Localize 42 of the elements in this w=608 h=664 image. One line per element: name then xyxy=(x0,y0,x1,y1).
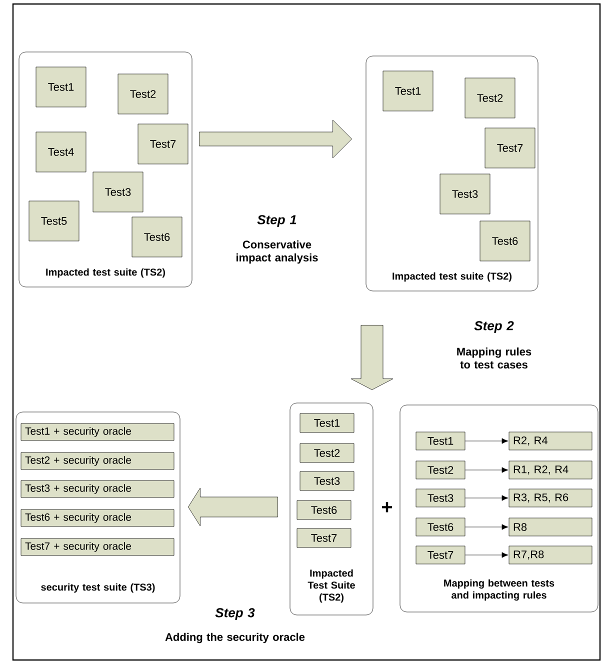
block-arrow xyxy=(199,120,352,158)
plus-sign: + xyxy=(382,502,392,512)
test-box: Test2 xyxy=(464,78,516,118)
arrow xyxy=(465,467,508,473)
test-box: Test1 xyxy=(416,432,466,450)
arrow xyxy=(465,552,508,558)
test-box: Test7 xyxy=(138,124,188,164)
test-box: Test3 xyxy=(300,471,354,491)
test-oracle-row: Test6 + security oracle xyxy=(20,509,174,527)
test-oracle-row: Test2 + security oracle xyxy=(20,452,174,470)
step-description: Adding the security oracle xyxy=(165,632,305,644)
test-box: Test1 xyxy=(382,70,434,112)
arrow xyxy=(465,524,508,530)
test-box: Test3 xyxy=(440,174,490,214)
arrow xyxy=(465,438,508,444)
test-box: Test5 xyxy=(28,200,80,242)
step-heading: Step 3 xyxy=(215,608,255,620)
step-description: Mapping rules to test cases xyxy=(457,347,532,369)
test-box: Test7 xyxy=(296,528,352,548)
block-arrow xyxy=(188,488,278,526)
test-box: Test1 xyxy=(36,66,86,108)
test-box: Test4 xyxy=(36,132,86,172)
test-oracle-row: Test1 + security oracle xyxy=(20,423,174,441)
test-box: Test6 xyxy=(132,216,182,258)
test-box: Test6 xyxy=(480,220,530,262)
test-oracle-row: Test3 + security oracle xyxy=(20,480,174,498)
test-box: Test6 xyxy=(416,518,466,536)
test-oracle-row: Test7 + security oracle xyxy=(20,538,174,556)
test-box: Test1 xyxy=(300,413,354,433)
test-box: Test3 xyxy=(92,172,144,212)
test-box: Test2 xyxy=(118,74,168,114)
block-arrow xyxy=(350,325,394,390)
test-box: Test2 xyxy=(300,443,354,463)
step-description: Conservative impact analysis xyxy=(236,240,318,264)
test-box: Test2 xyxy=(416,460,466,480)
test-box: Test6 xyxy=(296,500,352,520)
step-heading: Step 1 xyxy=(257,215,296,227)
step-heading: Step 2 xyxy=(474,321,514,333)
test-box: Test3 xyxy=(416,488,466,508)
arrow xyxy=(465,495,508,501)
test-box: Test7 xyxy=(484,128,536,168)
test-box: Test7 xyxy=(416,546,466,564)
